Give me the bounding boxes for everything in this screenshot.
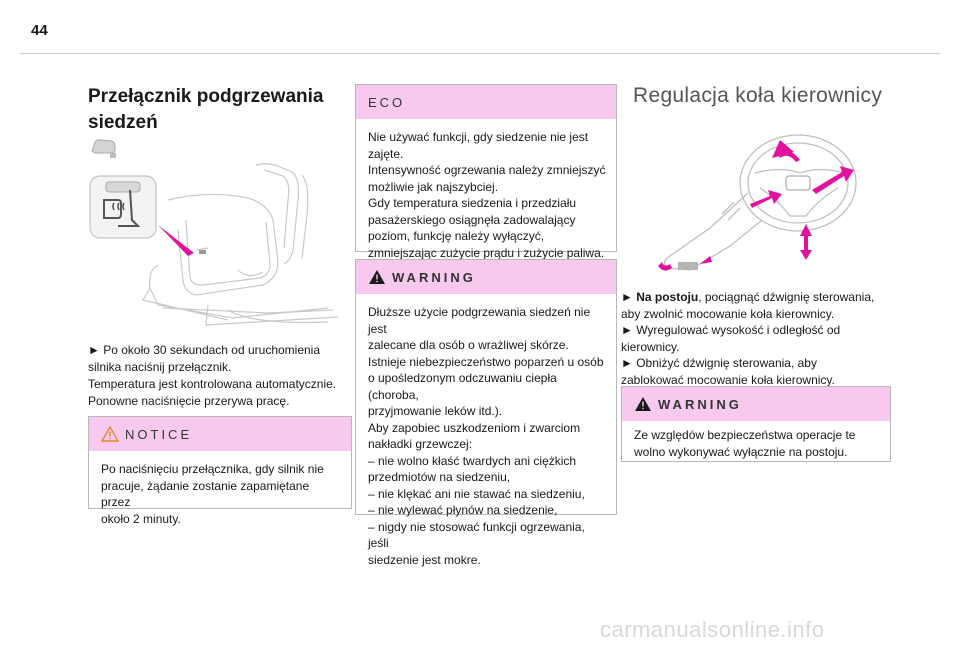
steering-instructions: ► Na postoju, pociągnąć dźwignię sterowa… (621, 289, 891, 388)
instruction-line: Temperatura jest kontrolowana automatycz… (88, 377, 337, 391)
warning-line: o upośledzonym odczuwaniu ciepła (chorob… (368, 371, 557, 402)
steering-line: ► Wyregulować wysokość i odległość od (621, 323, 841, 337)
warning-line: przedmiotów na siedzeniu, (368, 470, 511, 484)
eco-line: poziom, funkcję należy wyłączyć, (368, 229, 545, 243)
notice-line: Po naciśnięciu przełącznika, gdy silnik … (101, 462, 324, 476)
seat-icon (91, 139, 116, 158)
steering-step-1: ► Na postoju, pociągnąć dźwignię sterowa… (621, 290, 875, 304)
seat-heating-title: Przełącznik podgrzewania siedzeń (88, 86, 324, 133)
steering-warning-line: Ze względów bezpieczeństwa operacje te (634, 428, 856, 442)
steering-line: ► Obniżyć dźwignię sterowania, aby (621, 356, 817, 370)
pointer-arrow-icon (158, 225, 194, 256)
warning-line: Istnieje niebezpieczeństwo poparzeń u os… (368, 354, 604, 369)
eco-line: pasażerskiego osiągnęła zadowalający (368, 212, 576, 227)
steering-line: zablokować mocowanie koła kierownicy. (621, 372, 835, 387)
seat-warning-box: WARNING Dłuższe użycie podgrzewania sied… (355, 259, 617, 567)
steering-warning-box: WARNING Ze względów bezpieczeństwa opera… (621, 386, 891, 462)
page-number: 44 (31, 22, 48, 39)
eco-box: ECO Nie używać funkcji, gdy siedzenie ni… (355, 84, 617, 260)
warning-line: – nie klękać ani nie stawać na siedzeniu… (368, 486, 585, 501)
seat-heating-instructions: ► Po około 30 sekundach od uruchomienia … (88, 342, 350, 410)
steering-warning-label: WARNING (658, 396, 742, 412)
notice-header: NOTICE (89, 417, 351, 451)
eco-label: ECO (368, 94, 406, 110)
heated-seat-icon (89, 175, 157, 239)
eco-line: Gdy temperatura siedzenia i przedziału (368, 196, 577, 210)
notice-label: NOTICE (125, 426, 193, 442)
steering-warning-header: WARNING (622, 387, 890, 421)
eco-line: zmniejszając zużycie prądu i zużycie pal… (368, 245, 605, 260)
notice-box: NOTICE Po naciśnięciu przełącznika, gdy … (88, 416, 352, 526)
instruction-line: Ponowne naciśnięcie przerywa pracę. (88, 394, 290, 408)
steering-warning-line: wolno wykonywać wyłącznie na postoju. (634, 444, 848, 459)
notice-line: pracuje, żądanie zostanie zapamiętane pr… (101, 478, 310, 510)
steering-wheel-illustration (658, 134, 857, 271)
seat-switch (199, 250, 206, 254)
steering-step-1-rest: , pociągnąć dźwignię sterowania, (698, 290, 875, 304)
warning-line: nakładki grzewczej: (368, 437, 473, 451)
warning-line: – nie wylewać płynów na siedzenie, (368, 503, 558, 517)
eco-line: Nie używać funkcji, gdy siedzenie nie je… (368, 130, 589, 144)
eco-line: możliwie jak najszybciej. (368, 179, 499, 194)
instruction-line: ► Po około 30 sekundach od uruchomienia (88, 343, 321, 357)
top-divider (20, 53, 940, 54)
warning-line: – nie wolno kłaść twardych ani ciężkich (368, 453, 577, 468)
warning-line: przyjmowanie leków itd.). (368, 404, 503, 418)
wheel-arrow-icon (658, 140, 854, 271)
instruction-line: silnika naciśnij przełącznik. (88, 360, 232, 374)
warning-line: – nigdy nie stosować funkcji ogrzewania,… (368, 519, 585, 551)
steering-line: aby zwolnić mocowanie koła kierownicy. (621, 306, 835, 321)
steering-step-1-bold: Na postoju (636, 290, 699, 304)
warning-triangle-icon (635, 397, 651, 411)
eco-line: Intensywność ogrzewania należy zmniejszy… (368, 163, 606, 177)
steering-title: Regulacja koła kierownicy (633, 84, 883, 107)
eco-line: zajęte. (368, 146, 404, 161)
warning-triangle-icon (101, 426, 119, 442)
seat-warning-header: WARNING (356, 260, 616, 294)
warning-line: zalecane dla osób o wrażliwej skórze. (368, 338, 569, 352)
eco-header: ECO (356, 85, 616, 119)
warning-line: Dłuższe użycie podgrzewania siedzeń nie … (368, 305, 591, 336)
warning-triangle-icon (369, 270, 385, 284)
steering-line: kierownicy. (621, 339, 680, 354)
heated-seat-illustration (89, 163, 339, 326)
watermark: carmanualsonline.info (600, 617, 825, 642)
warning-line: siedzenie jest mokre. (368, 552, 481, 567)
notice-line: około 2 minuty. (101, 511, 181, 526)
seat-warning-label: WARNING (392, 269, 476, 285)
warning-line: Aby zapobiec uszkodzeniom i zwarciom (368, 420, 581, 435)
